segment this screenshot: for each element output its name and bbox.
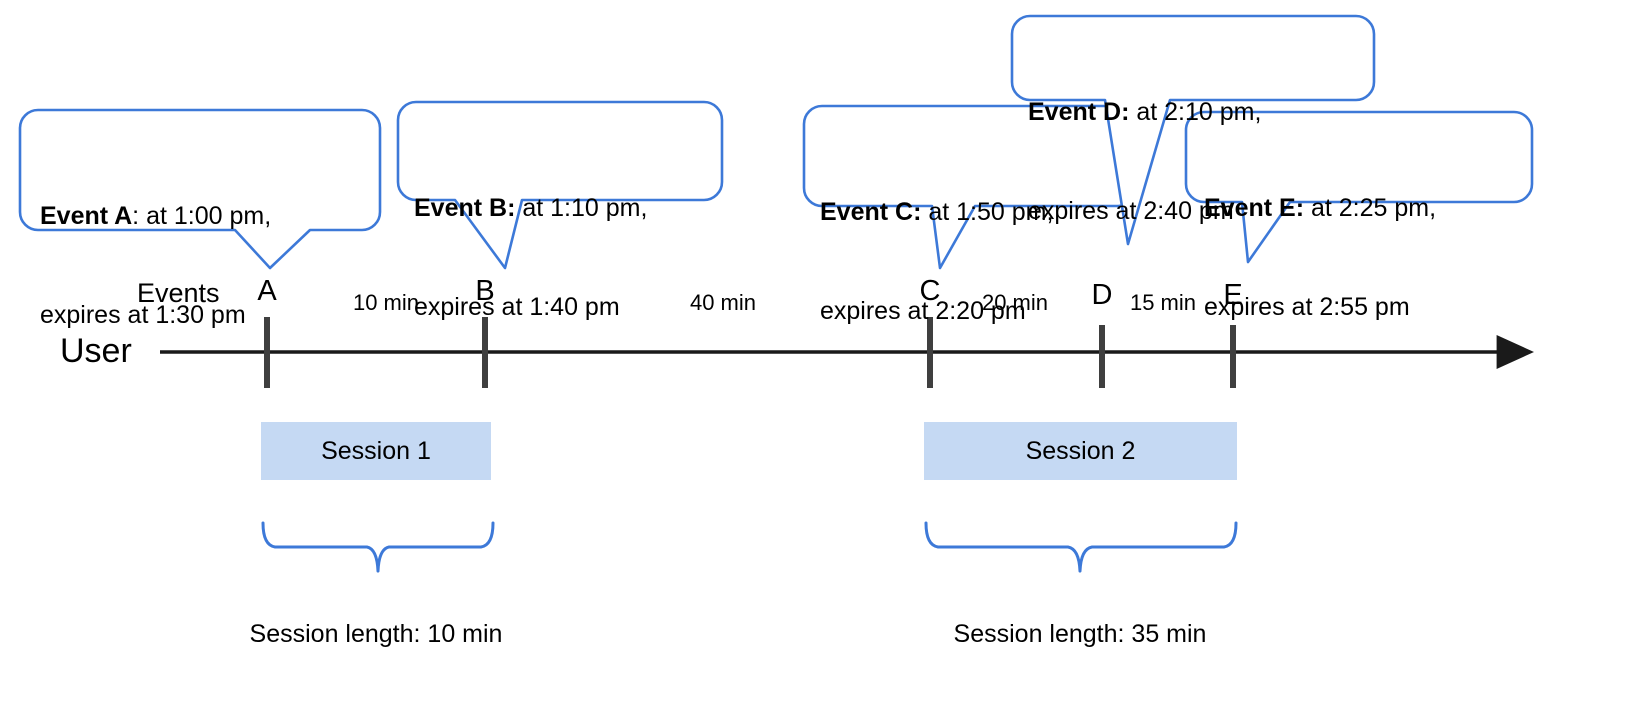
row-label-user: User — [60, 332, 132, 370]
session-2-label: Session 2 — [1025, 436, 1136, 465]
tick-label-c: C — [919, 275, 941, 307]
callout-bubble-a — [18, 108, 382, 270]
gap-label-d-e: 15 min — [1129, 290, 1197, 315]
tick-label-d: D — [1091, 279, 1113, 311]
session-1-length-caption: Session length: 10 min — [249, 620, 503, 648]
session-2-length-caption: Session length: 35 min — [953, 620, 1207, 648]
session-1-brace — [261, 521, 495, 573]
session-1-bar[interactable]: Session 1 — [261, 422, 491, 480]
gap-label-a-b: 10 min — [352, 290, 420, 315]
session-1-label: Session 1 — [321, 436, 431, 465]
callout-bubble-c — [802, 104, 1138, 270]
tick-label-b: B — [475, 275, 495, 307]
callout-bubble-d — [1010, 14, 1376, 246]
gap-label-b-c: 40 min — [689, 290, 757, 315]
callout-bubble-e — [1184, 110, 1534, 264]
tick-label-e: E — [1223, 279, 1243, 311]
callout-bubble-b — [396, 100, 724, 270]
session-2-brace — [924, 521, 1238, 573]
events-row-label: Events — [137, 278, 220, 308]
session-2-bar[interactable]: Session 2 — [924, 422, 1237, 480]
gap-label-c-d: 20 min — [981, 290, 1049, 315]
tick-label-a: A — [257, 275, 277, 307]
